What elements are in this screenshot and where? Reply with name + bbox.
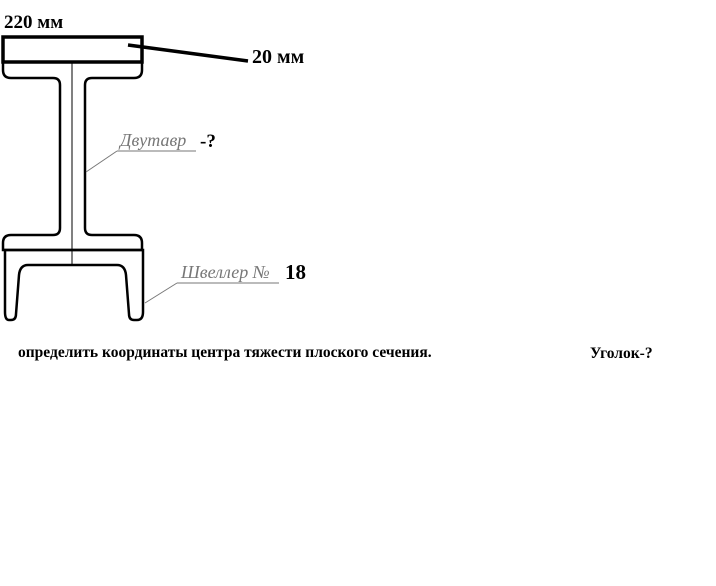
channel-leader-line	[144, 282, 178, 304]
task-text: определить координаты центра тяжести пло…	[18, 344, 432, 361]
angle-label: Уголок-?	[590, 345, 653, 362]
plate-width-label: 220 мм	[4, 12, 63, 33]
ibeam-question: -?	[200, 131, 216, 152]
channel-number: 18	[285, 260, 306, 284]
plate-height-label: 20 мм	[252, 46, 304, 68]
ibeam-label: Двутавр	[118, 130, 186, 150]
plate-leader-line	[127, 43, 249, 63]
top-plate	[1, 35, 144, 64]
channel-outline	[3, 248, 145, 322]
channel-label: Швеллер №	[180, 262, 270, 282]
ibeam-leader-line	[85, 150, 118, 173]
